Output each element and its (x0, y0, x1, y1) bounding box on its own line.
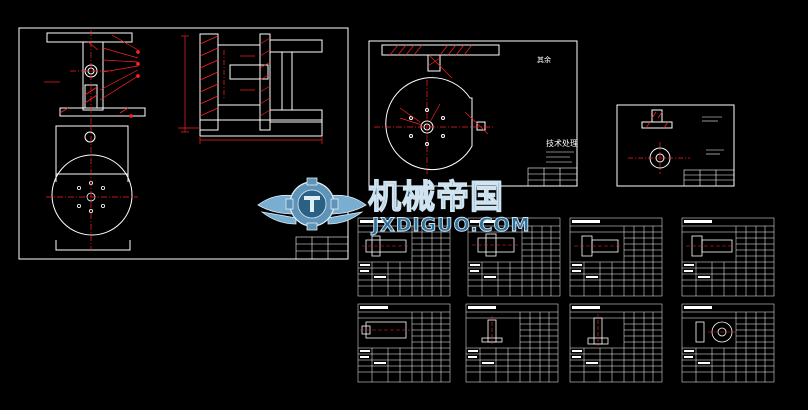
top-view (51, 125, 133, 251)
watermark-latin-text: JXDIGUO.COM (370, 214, 531, 236)
part-plan-centerlines (374, 80, 495, 176)
title-block (295, 236, 349, 260)
leader-lines (44, 34, 140, 118)
part-leaders (399, 103, 489, 135)
section-hatching (199, 35, 271, 117)
process-card (467, 217, 561, 297)
sheet-frame (368, 40, 578, 187)
process-card (681, 217, 775, 297)
sheet-assembly-drawing (18, 27, 349, 260)
process-card-row-1 (357, 217, 775, 297)
part-corner-label: 其余 (537, 55, 551, 64)
small-part-centerlines (628, 142, 690, 174)
sheet-frame (616, 104, 735, 187)
process-card (569, 303, 663, 383)
front-view-centerlines (70, 30, 112, 125)
small-part-notes (702, 116, 724, 155)
part-top-section (381, 44, 500, 72)
part-top-hatching (389, 44, 473, 79)
process-card (681, 303, 775, 383)
process-card (357, 303, 451, 383)
small-part-hatching (645, 111, 669, 129)
process-card-row-2 (357, 303, 775, 383)
process-card (357, 217, 451, 297)
title-block (683, 169, 735, 187)
process-card (569, 217, 663, 297)
top-view-centerlines (46, 125, 138, 250)
front-view (46, 32, 146, 117)
process-card (465, 303, 559, 383)
watermark-logo: 机械帝国 JXDIGUO.COM (257, 176, 531, 236)
watermark-chinese-text: 机械帝国 (368, 177, 504, 216)
sheet-part-drawing: 其余 技术处理 (368, 40, 578, 187)
small-part-section (641, 109, 673, 129)
sheet-frame (18, 27, 349, 260)
sheet-small-part (616, 104, 735, 187)
tech-notes (546, 151, 574, 163)
gear-icon (285, 177, 339, 231)
title-block (527, 167, 578, 187)
section-dimensions (178, 35, 323, 144)
technical-requirements-heading: 技术处理 (546, 138, 578, 148)
section-view (199, 33, 323, 137)
